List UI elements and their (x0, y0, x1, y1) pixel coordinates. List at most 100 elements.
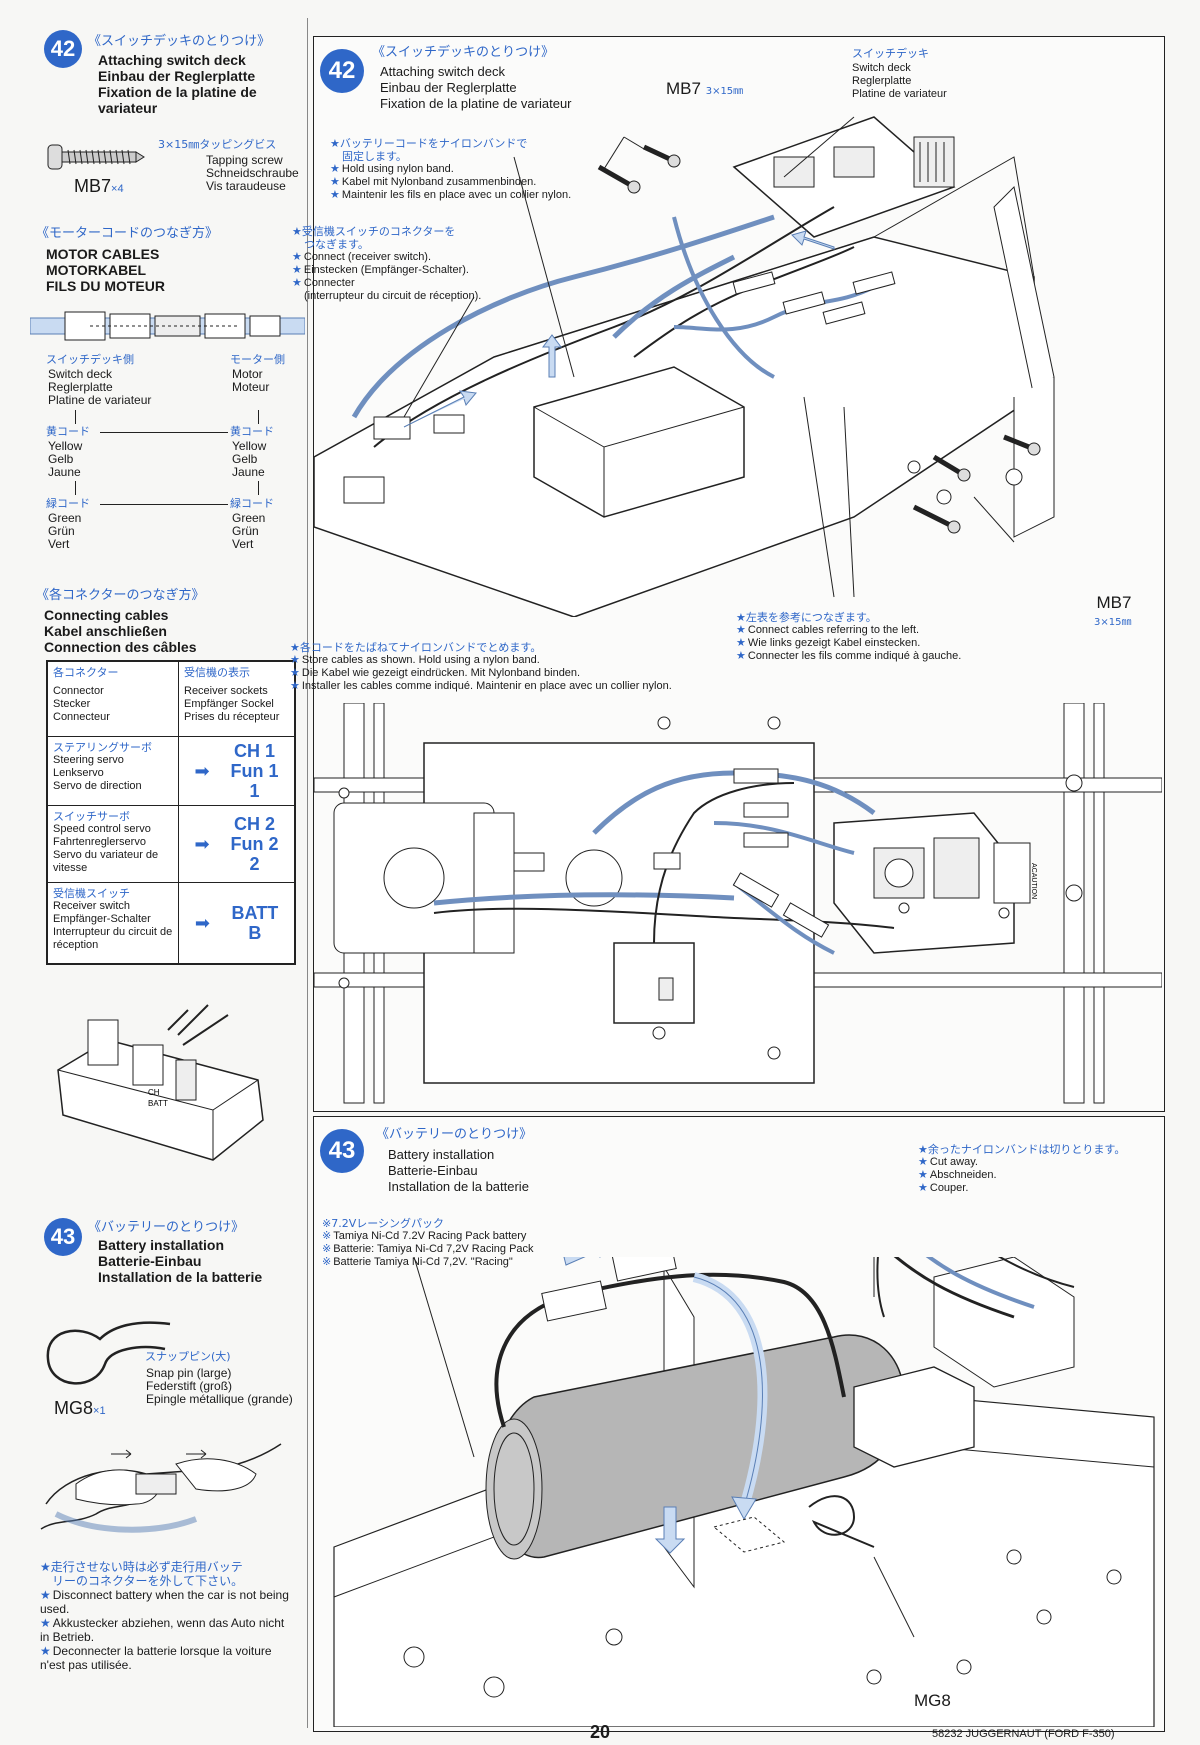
tapping-screw-icon (47, 144, 145, 170)
motor-motor-side-de: Moteur (232, 380, 270, 394)
socket-value: CH 2 (234, 814, 276, 834)
receiver-illustration: CH BATT (57, 1004, 264, 1161)
yellow-cable-jp-right: 黄コード (230, 425, 274, 438)
socket-value: 1 (249, 781, 260, 801)
svg-text:BATT: BATT (148, 1099, 168, 1108)
step-42-title-fr: Fixation de la platine de variateur (98, 84, 257, 116)
step-43-jp-title: 《バッテリーのとりつけ》 (88, 1220, 245, 1235)
motor-switch-side-fr: Platine de variateur (48, 393, 152, 407)
socket-value: B (248, 923, 262, 943)
motor-guide-line-left-1 (75, 410, 76, 424)
conn-jp-title: 《各コネクターのつなぎ方》 (36, 588, 205, 603)
green-en-left: Green (48, 511, 82, 525)
racing-pack-note: ※7.2Vレーシングパック Tamiya Ni-Cd 7.2V Racing P… (322, 1217, 622, 1269)
header-receiver-jp: 受信機の表示 (184, 666, 250, 679)
row-label-en: Speed control servo (53, 823, 151, 835)
step-43-title-de: Batterie-Einbau (98, 1253, 202, 1269)
socket-value: BATT (231, 903, 279, 923)
snap-pin-code: MG8×1 (54, 1398, 106, 1418)
mg8-label: MG8 (914, 1691, 951, 1710)
panel-43-title-de: Batterie-Einbau (388, 1163, 478, 1178)
step-43-title-en: Battery installation (98, 1237, 225, 1253)
green-de-left: Grün (48, 524, 75, 538)
screw-label-en: Tapping screw (206, 153, 283, 167)
motor-guide-line-left-2 (75, 481, 76, 495)
model-name: 58232 JUGGERNAUT (FORD F-350) (932, 1728, 1115, 1740)
screw-part-code: MB7×4 (74, 176, 124, 196)
disconnect-hands-illustration (40, 1443, 282, 1533)
switch-deck-de: Reglerplatte (852, 75, 912, 87)
mb7-bottom-label: MB7 3×15㎜ (1094, 593, 1132, 628)
yellow-de-left: Gelb (48, 452, 74, 466)
store-cables-note: ★各コードをたばねてナイロンバンドでとめます。 Store cables as … (290, 641, 750, 693)
motor-cables-title-fr: FILS DU MOTEUR (46, 278, 165, 294)
connector-table: 各コネクター Connector Stecker Connecteur 受信機の… (46, 660, 296, 965)
step-42-title-de: Einbau der Reglerplatte (98, 68, 256, 84)
connect-left-note: ★左表を参考につなぎます。 Connect cables referring t… (736, 611, 1036, 663)
motor-cables-title-en: MOTOR CABLES (46, 246, 160, 262)
row-label-de: Fahrtenreglerservo (53, 836, 146, 848)
connector-table-header: 各コネクター Connector Stecker Connecteur 受信機の… (47, 661, 295, 737)
step-43-badge: 43 (44, 1218, 82, 1256)
row-label-de: Lenkservo (53, 767, 104, 779)
header-connector-en: Connector (53, 685, 104, 697)
motor-motor-side-jp: モーター側 (230, 353, 285, 366)
green-cable-link-line (100, 504, 228, 505)
left-column: 42 《スイッチデッキのとりつけ》 Attaching switch deck … (0, 0, 305, 1745)
warning-en: Disconnect battery when the car is not b… (40, 1588, 292, 1616)
motor-cables-title-de: MOTORKABEL (46, 262, 147, 278)
header-receiver-de: Empfänger Sockel (184, 698, 274, 710)
column-divider (307, 18, 308, 1728)
svg-text:ACAUTION: ACAUTION (1030, 863, 1037, 899)
screw-label-fr: Vis taraudeuse (206, 179, 286, 193)
warning-de: Akkustecker abziehen, wenn das Auto nich… (40, 1616, 292, 1644)
snap-pin-jp: スナップピン(大) (145, 1350, 231, 1363)
green-fr-right: Vert (232, 537, 254, 551)
snap-pin-en: Snap pin (large) (146, 1366, 232, 1380)
warning-jp-2: リーのコネクターを外して下さい。 (52, 1574, 244, 1588)
table-row: 受信機スイッチ Receiver switch Empfänger-Schalt… (47, 882, 295, 964)
row-label-en: Steering servo (53, 754, 124, 766)
panel-42-title-de: Einbau der Reglerplatte (380, 80, 517, 95)
motor-guide-line-right-1 (258, 410, 259, 424)
conn-title-en: Connecting cables (44, 607, 169, 623)
socket-value: Fun 1 (230, 761, 279, 781)
socket-value: Fun 2 (230, 834, 279, 854)
row-label-fr: Servo de direction (53, 780, 142, 792)
step-43-panel: 43 《バッテリーのとりつけ》 Battery installation Bat… (313, 1116, 1165, 1732)
receiver-switch-callout: ★受信機スイッチのコネクターを つなぎます。 Connect (receiver… (292, 225, 520, 303)
yellow-en-left: Yellow (48, 439, 83, 453)
table-row: ステアリングサーボ Steering servo Lenkservo Servo… (47, 736, 295, 806)
header-connector-de: Stecker (53, 698, 91, 710)
step-42-jp-title: 《スイッチデッキのとりつけ》 (88, 34, 271, 49)
row-label-jp: 受信機スイッチ (53, 887, 130, 900)
svg-text:CH: CH (148, 1088, 160, 1097)
snap-pin-fr: Epingle métallique (grande) (146, 1392, 293, 1406)
table-row: スイッチサーボ Speed control servo Fahrtenregle… (47, 805, 295, 883)
green-en-right: Green (232, 511, 266, 525)
page-number: 20 (590, 1722, 611, 1742)
green-cable-jp-right: 緑コード (230, 497, 274, 510)
panel-42-title-fr: Fixation de la platine de variateur (380, 96, 572, 111)
row-label-jp: スイッチサーボ (53, 810, 130, 823)
switch-deck-jp: スイッチデッキ (852, 47, 929, 60)
row-label-en: Receiver switch (53, 900, 131, 912)
panel-42-jp-title: 《スイッチデッキのとりつけ》 (372, 45, 555, 60)
battery-warning: ★走行させない時は必ず走行用バッテ リーのコネクターを外して下さい。 Disco… (40, 1560, 292, 1672)
snap-pin-de: Federstift (groß) (146, 1379, 233, 1393)
arrow-right-icon: ➡ (194, 912, 210, 933)
motor-cables-jp-title: 《モーターコードのつなぎ方》 (36, 226, 219, 241)
motor-motor-side-en: Motor (232, 367, 263, 381)
panel-43-jp-title: 《バッテリーのとりつけ》 (376, 1127, 533, 1142)
yellow-fr-right: Jaune (232, 465, 265, 479)
mb7-top-label: MB7 3×15㎜ (666, 79, 744, 98)
screw-jp-label: 3×15㎜タッピングビス (158, 138, 277, 151)
arrow-right-icon: ➡ (194, 833, 210, 854)
yellow-cable-link-line (100, 432, 228, 433)
switch-deck-fr: Platine de variateur (852, 88, 947, 100)
row-label-de: Empfänger-Schalter (53, 913, 151, 925)
header-connector-jp: 各コネクター (53, 666, 119, 679)
step-42-badge: 42 (44, 30, 82, 68)
arrow-right-icon: ➡ (194, 760, 210, 781)
yellow-de-right: Gelb (232, 452, 258, 466)
